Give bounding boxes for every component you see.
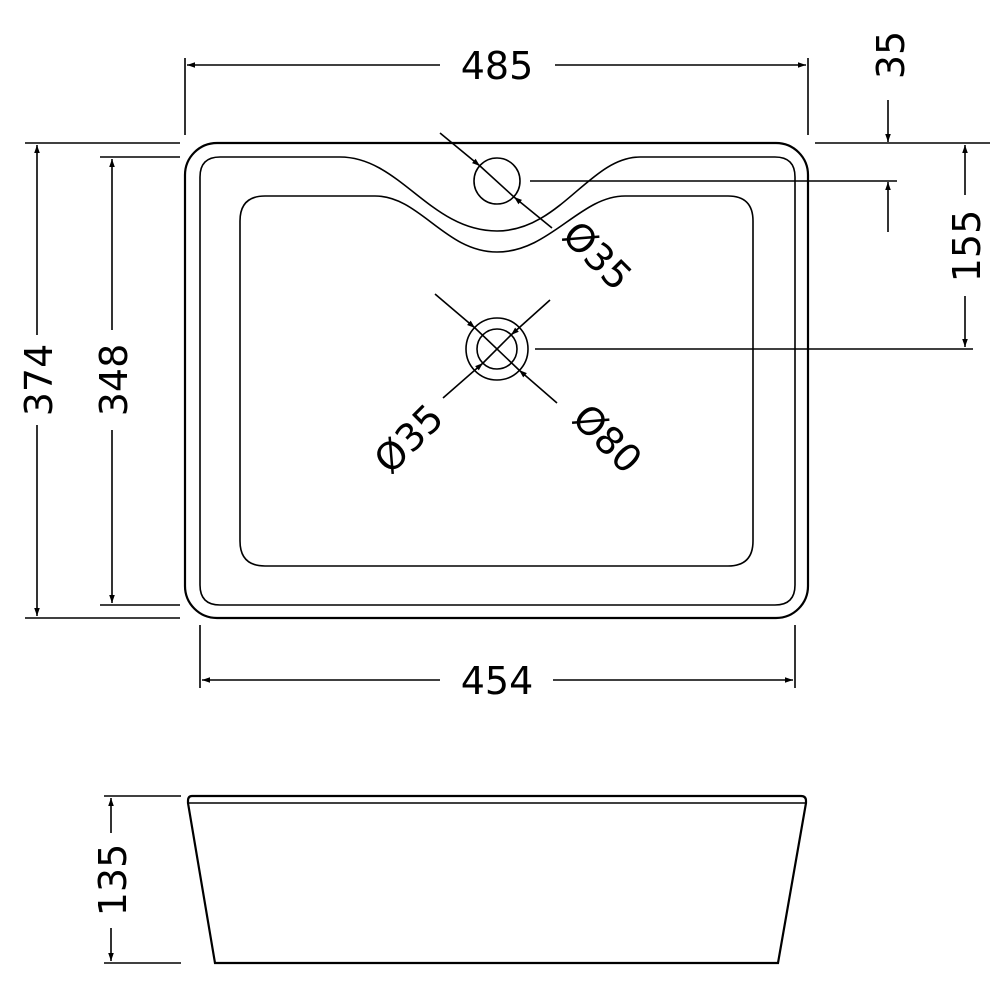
basin-side-outline bbox=[186, 794, 808, 965]
dimension-inner-depth: 348 bbox=[92, 156, 180, 606]
dimension-base-width: 454 bbox=[199, 625, 796, 703]
dimension-overall-depth: 374 bbox=[17, 142, 180, 619]
basin-bowl-outline bbox=[239, 195, 754, 567]
dimension-tap-hole-diameter: Ø35 bbox=[439, 132, 640, 299]
label-485: 485 bbox=[461, 44, 534, 88]
label-348: 348 bbox=[92, 344, 136, 417]
label-35: 35 bbox=[869, 31, 913, 79]
tap-hole bbox=[473, 157, 521, 205]
basin-rim-outline bbox=[199, 156, 796, 606]
dimension-waste-diameters: Ø80 Ø35 bbox=[366, 293, 650, 482]
waste-inner-circle bbox=[476, 328, 518, 370]
dimension-height: 135 bbox=[91, 795, 181, 964]
label-155: 155 bbox=[945, 210, 989, 283]
waste-outer-circle bbox=[465, 317, 529, 381]
side-view bbox=[186, 794, 808, 965]
basin-outer-outline bbox=[183, 141, 810, 620]
dimension-waste-offset: 155 bbox=[535, 145, 989, 350]
label-waste-diameter: Ø35 bbox=[366, 396, 452, 482]
top-view bbox=[183, 141, 810, 620]
dimension-tap-offset: 35 bbox=[530, 31, 990, 232]
label-454: 454 bbox=[461, 659, 534, 703]
label-waste-outer-diameter: Ø80 bbox=[564, 396, 650, 482]
label-135: 135 bbox=[91, 844, 135, 917]
dimension-overall-width: 485 bbox=[184, 44, 809, 135]
label-tap-diameter: Ø35 bbox=[554, 213, 640, 299]
label-374: 374 bbox=[17, 344, 61, 417]
